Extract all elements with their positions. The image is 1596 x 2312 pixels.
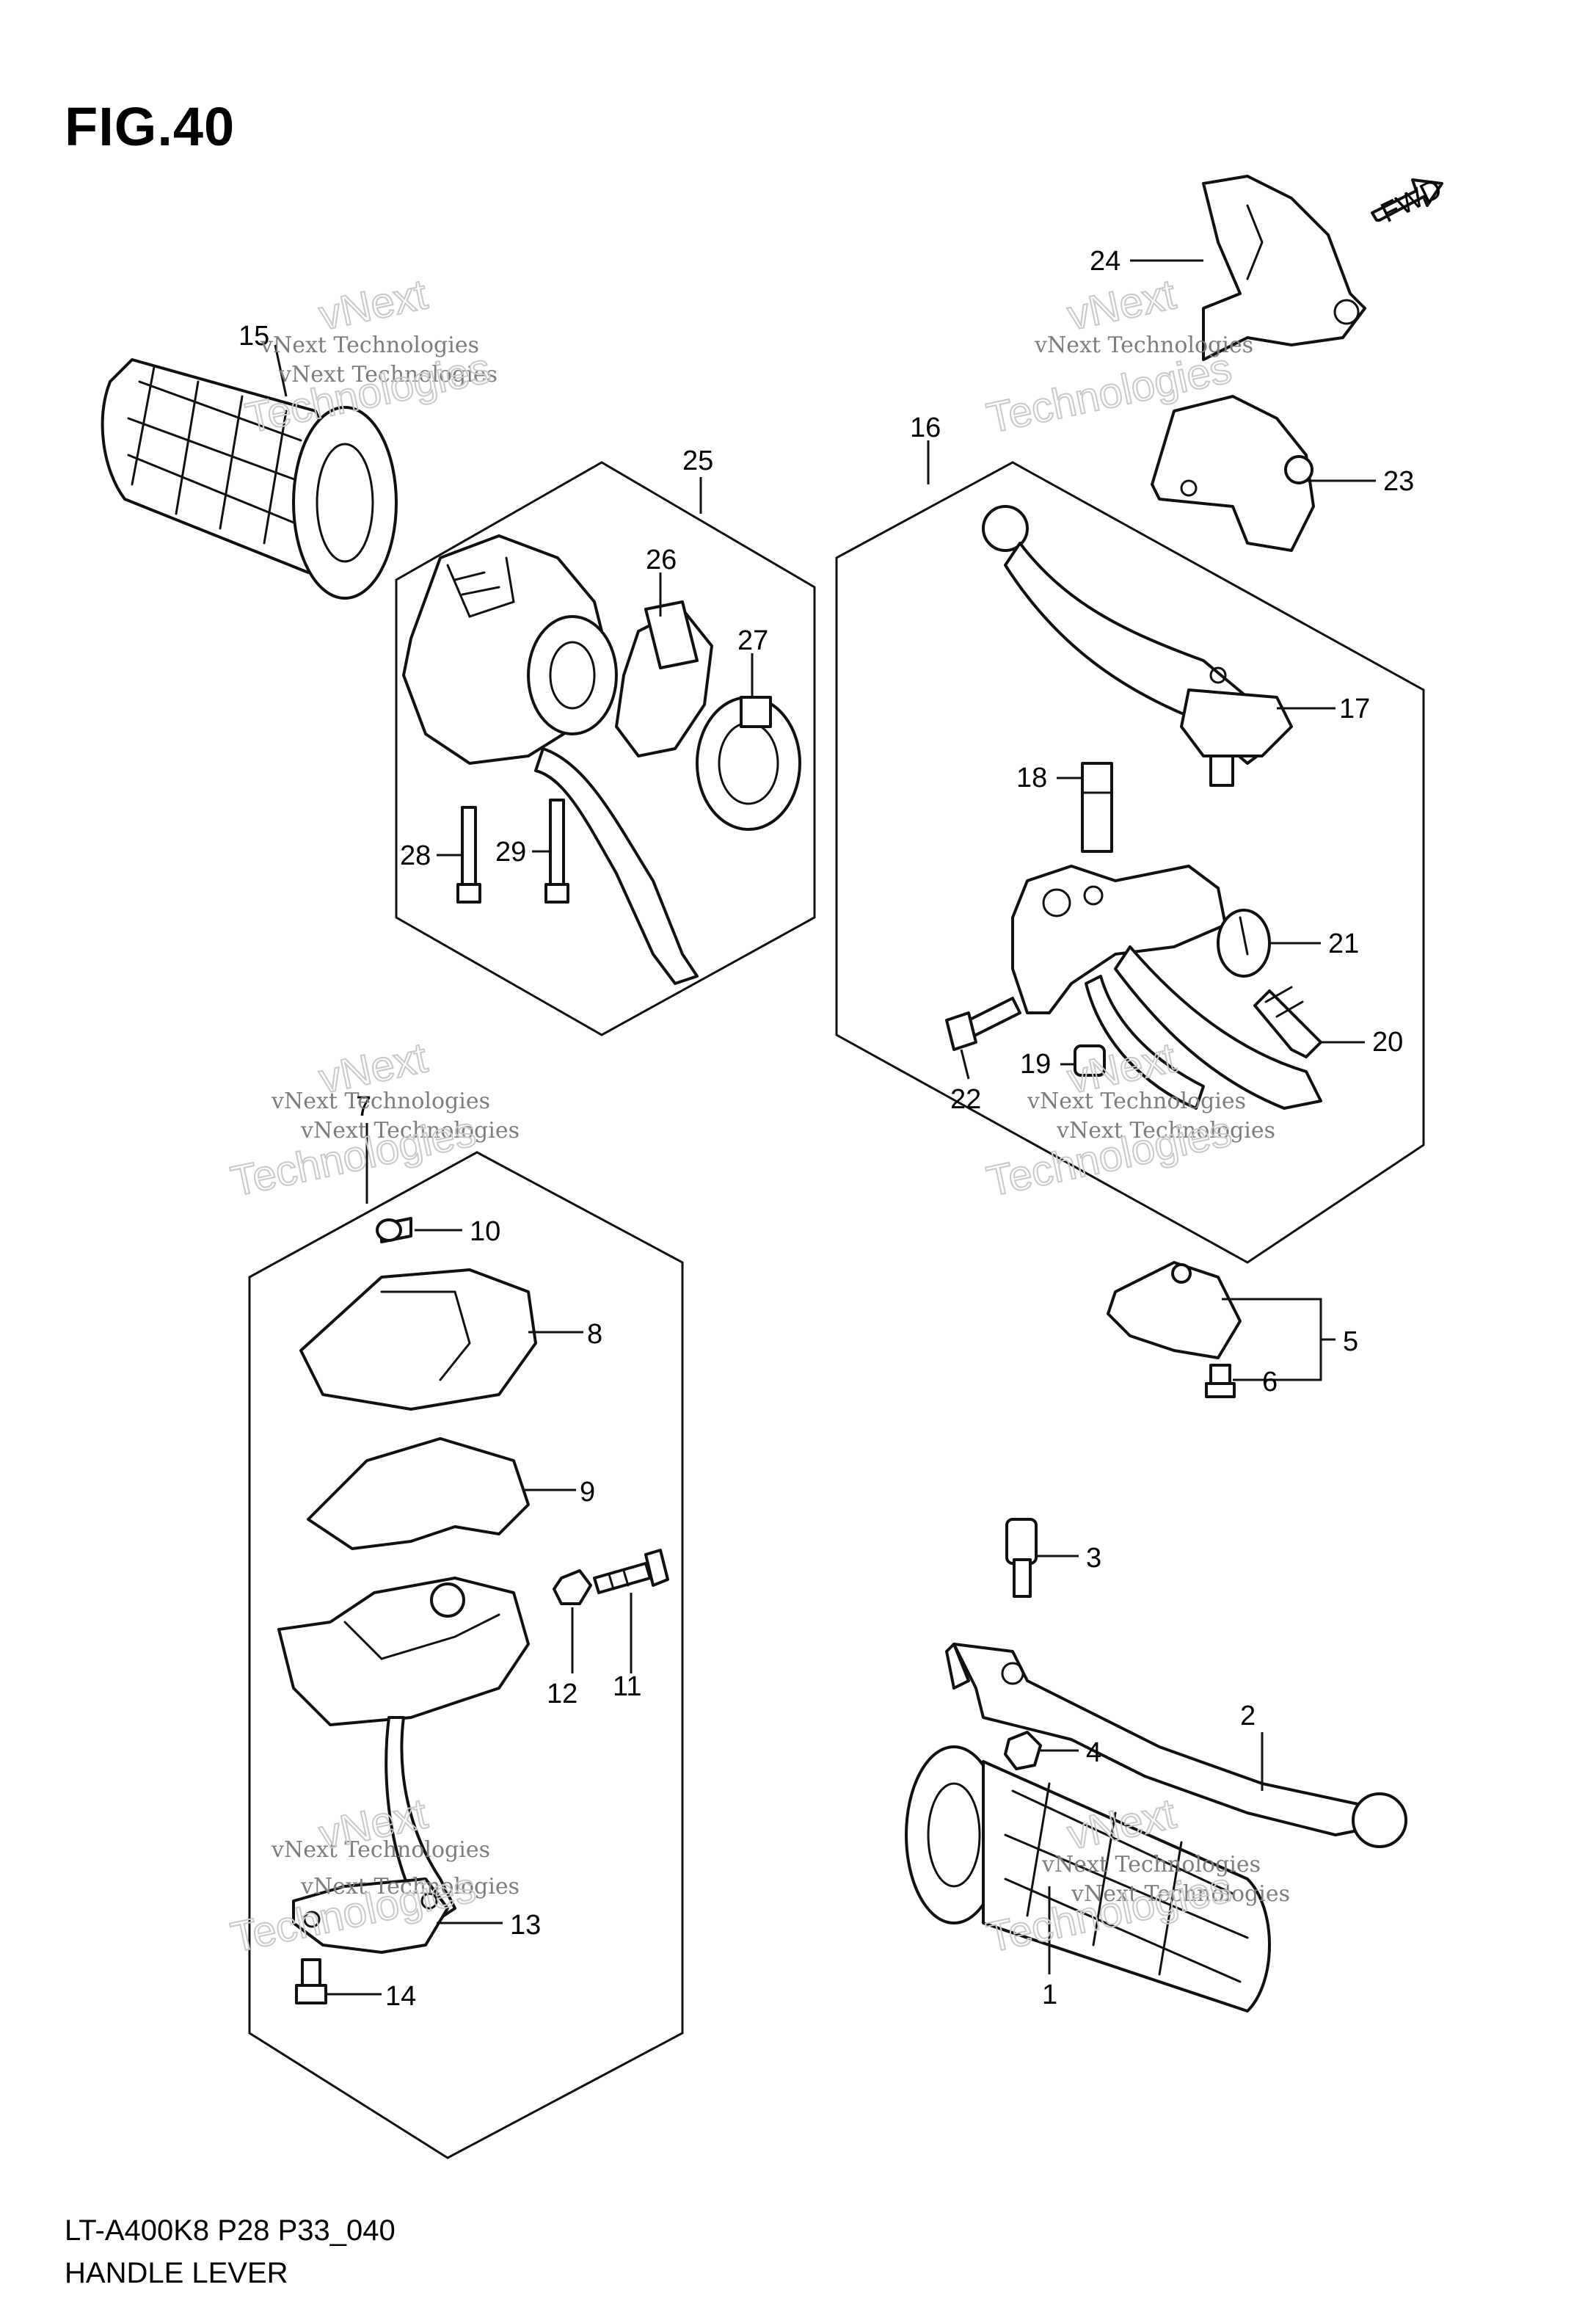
part-8-case-cover: [299, 1268, 537, 1411]
watermark-small: vNext Technologies: [271, 1837, 490, 1863]
part-9-gasket: [307, 1437, 530, 1550]
callout-19: 19: [1020, 1049, 1051, 1080]
part-22-bolt: [945, 997, 1021, 1051]
figure-footer: LT-A400K8 P28 P33_040 HANDLE LEVER: [65, 2209, 396, 2294]
part-24-lever-guard: [1202, 175, 1366, 361]
callout-9: 9: [580, 1477, 595, 1508]
part-13-cover-plate: [292, 1877, 449, 1954]
callout-13: 13: [510, 1910, 541, 1941]
part-17-brake-lever: [982, 505, 1293, 787]
part-11-bolt: [593, 1549, 669, 1594]
watermark-small: vNext Technologies: [271, 1088, 490, 1114]
part-throttle-case: [277, 1577, 530, 1924]
callout-16: 16: [910, 412, 941, 443]
callout-25: 25: [682, 446, 713, 476]
part-1-right-grip: [905, 1745, 1271, 2013]
part-26-switch-knob: [615, 600, 713, 757]
callout-8: 8: [587, 1319, 602, 1350]
part-27-clamp-ring: [696, 696, 801, 831]
part-6-screw: [1205, 1364, 1236, 1398]
part-20-bolt: [1253, 986, 1322, 1058]
watermark-small: vNext Technologies: [300, 1118, 520, 1144]
watermark-small: vNext Technologies: [260, 332, 479, 358]
callout-28: 28: [400, 840, 431, 871]
callout-21: 21: [1328, 928, 1359, 959]
part-5-brake-switch: [1107, 1261, 1242, 1359]
callout-17: 17: [1339, 694, 1370, 724]
callout-22: 22: [950, 1084, 981, 1115]
callout-12: 12: [547, 1679, 577, 1709]
callout-20: 20: [1372, 1027, 1403, 1058]
callout-29: 29: [495, 837, 526, 868]
callout-7: 7: [356, 1091, 371, 1122]
group-outline-7: [248, 1151, 684, 2159]
leader-lines: [274, 259, 1376, 1996]
callout-labels: 1 2 3 4 5 6 7 8 9 10 11 12 13 14 15 16 1…: [238, 246, 1414, 2012]
part-14-screw: [295, 1958, 327, 2004]
callout-3: 3: [1086, 1543, 1101, 1574]
watermark-small: vNext Technologies: [1041, 1852, 1261, 1877]
part-2-parking-lever: [945, 1643, 1407, 1848]
part-28-screw: [456, 806, 481, 904]
callout-24: 24: [1090, 246, 1121, 277]
callout-1: 1: [1042, 1980, 1057, 2010]
watermark-small: vNext Technologies: [1071, 1881, 1290, 1907]
watermark-large: vNext: [315, 270, 431, 339]
part-3-pivot-bolt: [1005, 1518, 1038, 1598]
part-16-master-housing: [1011, 865, 1322, 1110]
group-outline-16: [835, 461, 1425, 1264]
callout-11: 11: [613, 1671, 641, 1702]
callout-4: 4: [1086, 1737, 1101, 1768]
figure-title: FIG.40: [65, 96, 236, 157]
watermark-large: vNext: [1063, 270, 1180, 339]
callout-14: 14: [385, 1981, 416, 2012]
part-29-screw: [544, 799, 569, 904]
watermark-small: vNext Technologies: [1027, 1088, 1246, 1114]
part-12-nut: [553, 1569, 592, 1605]
group-outline-25: [395, 461, 816, 1036]
part-10-screw: [376, 1217, 412, 1243]
part-23-bracket: [1151, 395, 1315, 552]
watermark-small: vNext Technologies: [300, 1874, 520, 1900]
watermark-small: vNext Technologies: [278, 362, 498, 388]
part-18-pivot-bolt: [1081, 762, 1113, 853]
part-15-grip: [101, 358, 398, 600]
callout-10: 10: [470, 1216, 500, 1247]
part-19-collar: [1074, 1044, 1106, 1077]
assembly-name: HANDLE LEVER: [65, 2257, 288, 2289]
callout-15: 15: [238, 321, 269, 352]
watermark-small: vNext Technologies: [1034, 332, 1253, 358]
callout-6: 6: [1262, 1367, 1278, 1397]
callout-18: 18: [1016, 763, 1047, 793]
part-25-switch-housing: [402, 534, 699, 985]
part-21-dust-cover: [1217, 909, 1271, 978]
fwd-label: FWD: [1377, 173, 1447, 229]
callout-23: 23: [1383, 466, 1414, 497]
callout-5: 5: [1343, 1326, 1358, 1357]
callout-26: 26: [646, 545, 677, 575]
callout-27: 27: [737, 625, 768, 656]
watermark-small: vNext Technologies: [1056, 1118, 1275, 1144]
fwd-direction-arrow: FWD: [1371, 173, 1447, 229]
callout-2: 2: [1240, 1701, 1256, 1731]
model-code: LT-A400K8 P28 P33_040: [65, 2214, 396, 2247]
part-4-nut: [1004, 1731, 1042, 1770]
